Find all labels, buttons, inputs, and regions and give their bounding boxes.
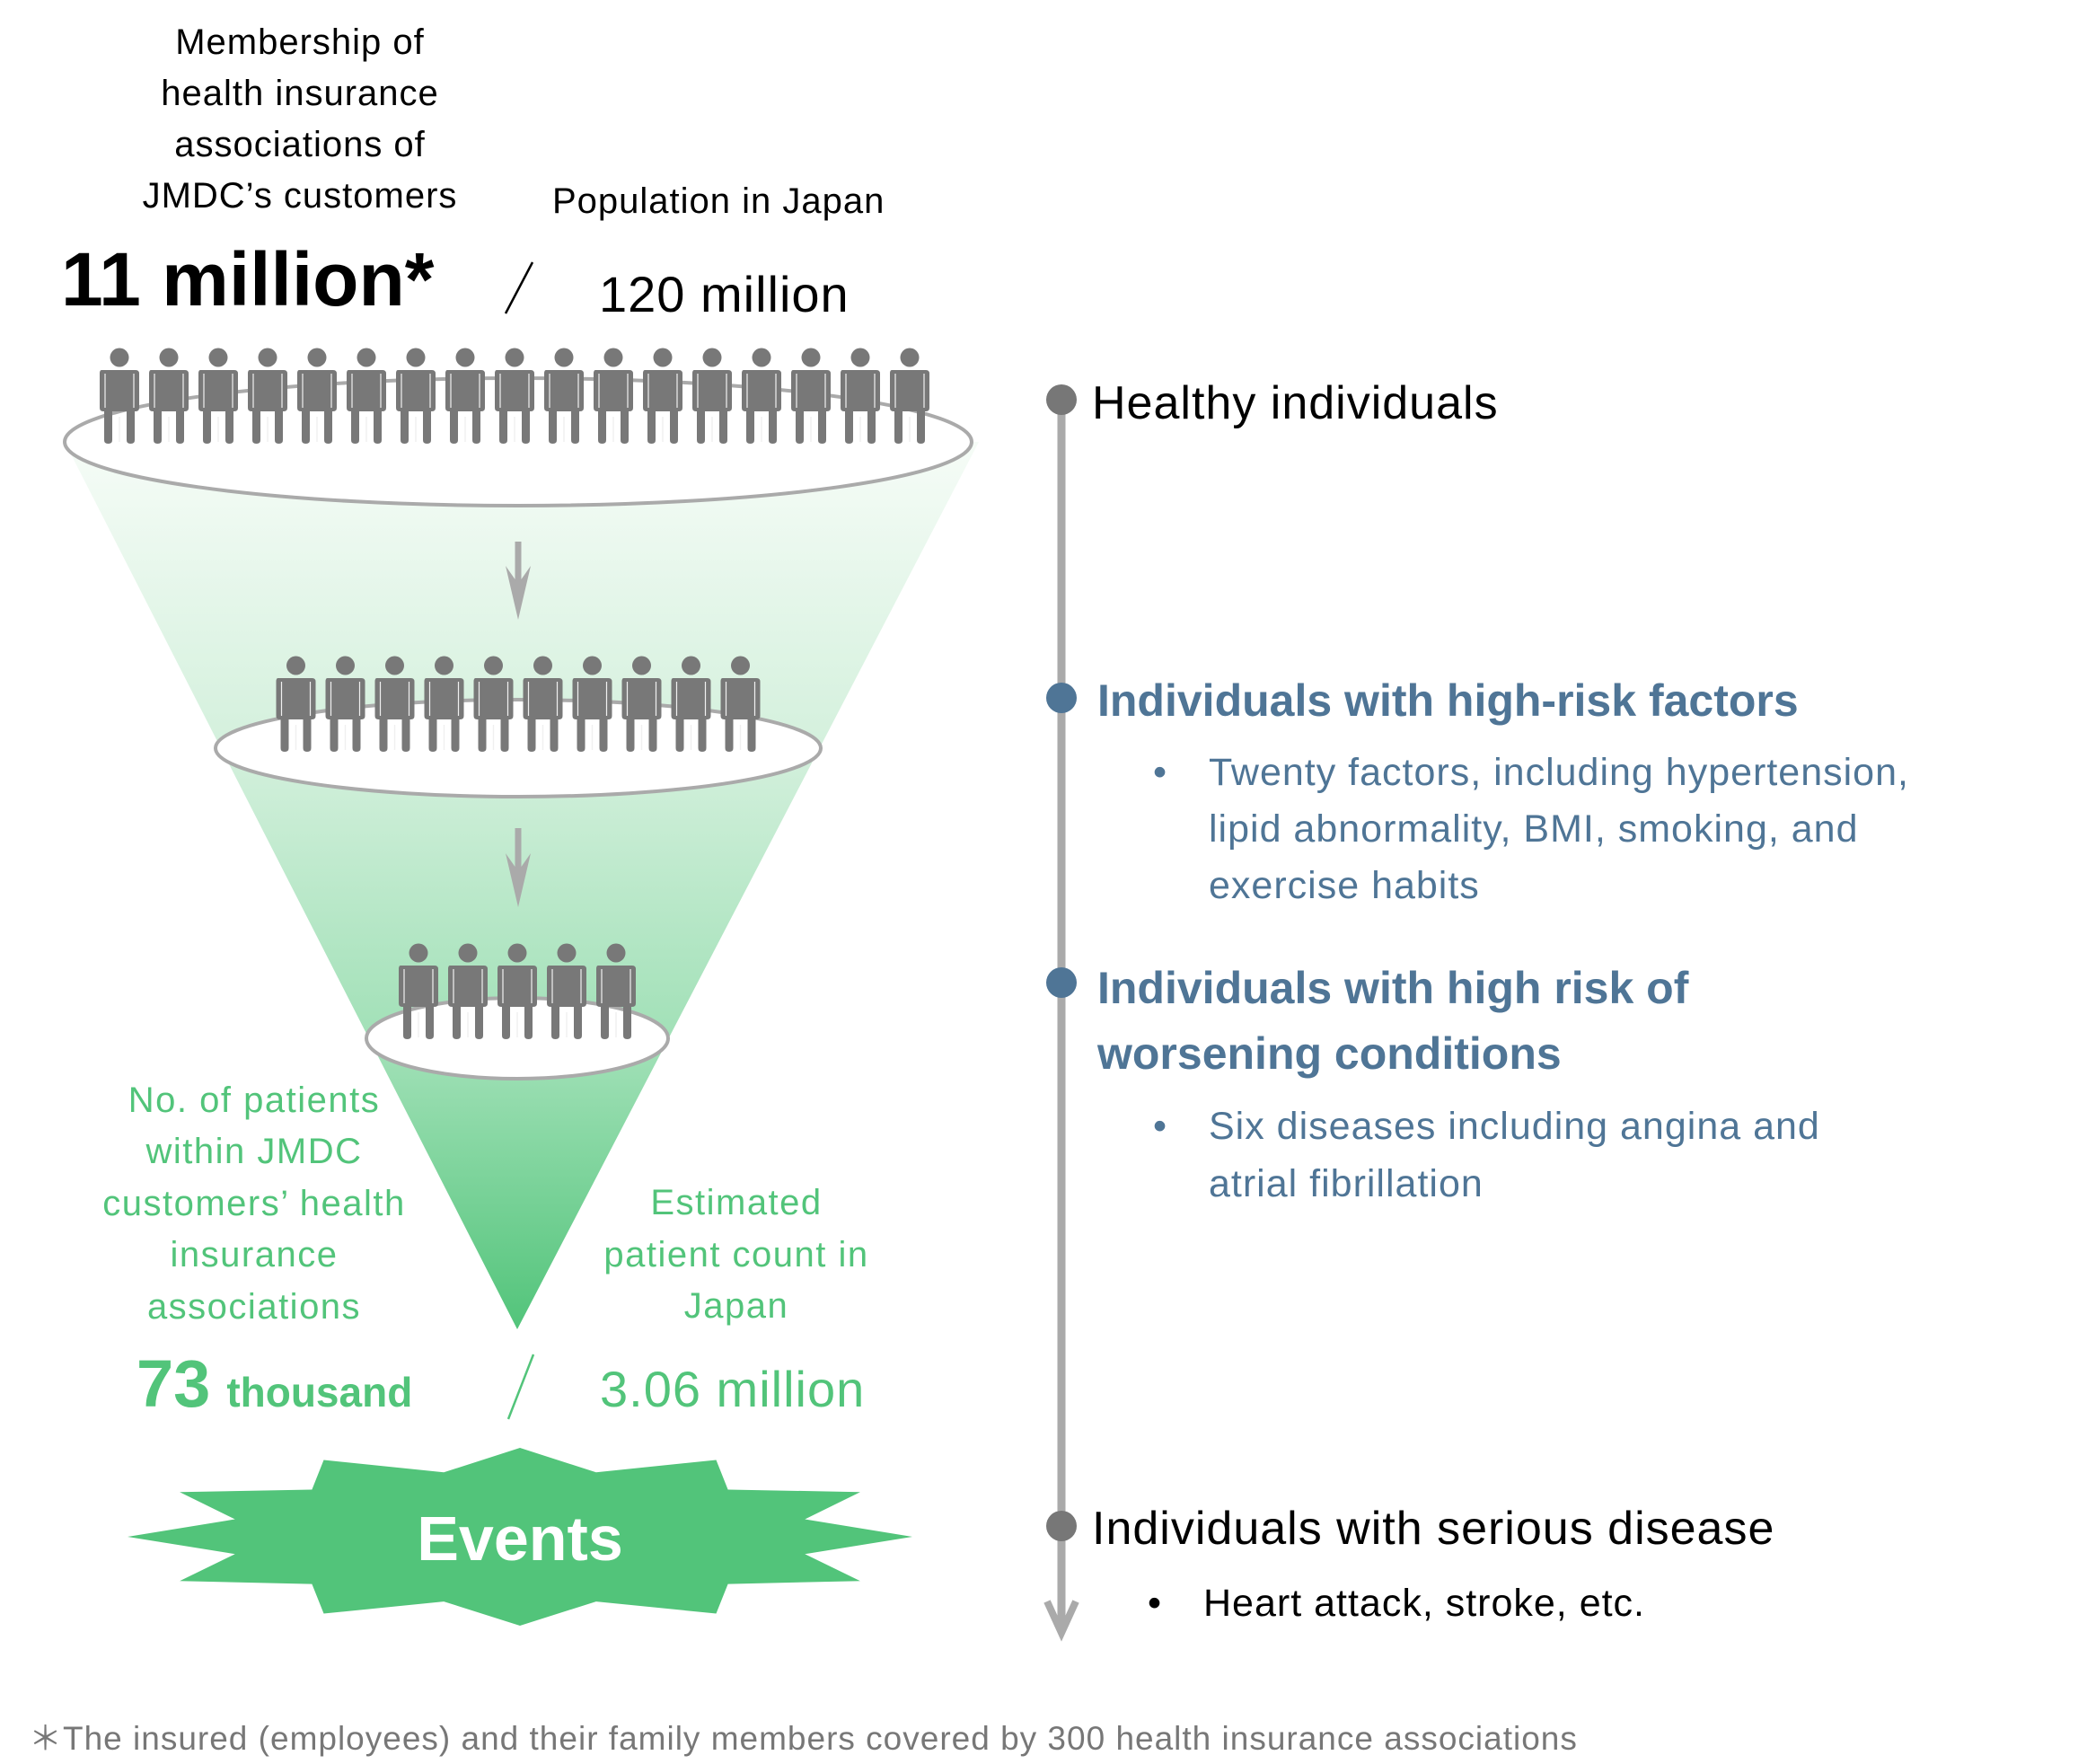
stage-title-serious-disease: Individuals with serious disease xyxy=(1092,1503,1774,1555)
arrow-down-icon xyxy=(506,542,531,620)
caption-line: associations xyxy=(147,1287,361,1327)
person-icon xyxy=(790,347,832,445)
person-icon xyxy=(346,347,387,445)
person-icon xyxy=(395,347,436,445)
stage-dot-serious-disease xyxy=(1046,1511,1077,1541)
patients-value: 73 thousand xyxy=(136,1346,412,1421)
stage-title-worsening-risk: Individuals with high risk of xyxy=(1097,963,1689,1013)
membership-caption: Membership of health insurance associati… xyxy=(143,22,458,216)
stage-dot-high-risk-factors xyxy=(1046,683,1077,713)
caption-line: No. of patients xyxy=(128,1080,380,1120)
stage-dot-worsening-risk xyxy=(1046,967,1077,998)
person-icon xyxy=(494,347,535,445)
caption-line: health insurance xyxy=(161,74,439,113)
membership-value: 11 million* xyxy=(61,237,435,322)
bullet-text: atrial fibrillation xyxy=(1209,1162,1484,1205)
bullet-text: lipid abnormality, BMI, smoking, and xyxy=(1209,807,1859,851)
caption-line: patient count in xyxy=(603,1235,868,1274)
person-icon xyxy=(445,347,486,445)
person-icon xyxy=(691,347,733,445)
arrow-down-icon xyxy=(506,828,531,907)
events-label: Events xyxy=(417,1504,623,1574)
person-icon xyxy=(198,347,239,445)
timeline-arrow-icon xyxy=(1043,1600,1079,1642)
timeline: Healthy individuals Individuals with hig… xyxy=(1043,377,1909,1642)
caption-line: JMDC’s customers xyxy=(143,176,458,216)
person-icon xyxy=(296,347,338,445)
person-icon xyxy=(543,347,585,445)
separator-slash xyxy=(506,1354,535,1420)
stage-title-healthy: Healthy individuals xyxy=(1092,377,1499,429)
person-icon xyxy=(642,347,683,445)
footnote: ＊The insured (employees) and their famil… xyxy=(29,1720,1578,1757)
person-icon xyxy=(889,347,930,445)
patients-unit: thousand xyxy=(226,1369,412,1416)
caption-line: Membership of xyxy=(175,22,425,62)
bullet-text: Twenty factors, including hypertension, xyxy=(1209,751,1909,794)
bullet-glyph: • xyxy=(1148,1582,1162,1625)
person-icon xyxy=(840,347,881,445)
person-icon xyxy=(148,347,189,445)
population-value: 120 million xyxy=(599,266,850,322)
bullet-glyph: • xyxy=(1153,1105,1167,1148)
bullet-glyph: • xyxy=(1153,751,1167,794)
bullet-text: Six diseases including angina and xyxy=(1209,1105,1820,1148)
caption-line: insurance xyxy=(171,1235,339,1274)
caption-line: customers’ health xyxy=(102,1184,406,1223)
middle-ellipse xyxy=(214,698,823,798)
separator-slash xyxy=(504,261,534,314)
patients-number: 73 xyxy=(136,1346,210,1421)
person-icon xyxy=(99,347,140,445)
bullet-text: Heart attack, stroke, etc. xyxy=(1203,1582,1645,1625)
patients-caption: No. of patients within JMDC customers’ h… xyxy=(102,1080,406,1327)
person-icon xyxy=(247,347,288,445)
person-icon xyxy=(741,347,782,445)
stage-title-high-risk-factors: Individuals with high-risk factors xyxy=(1097,675,1799,726)
estimated-value: 3.06 million xyxy=(600,1361,865,1417)
stage-dot-healthy xyxy=(1046,384,1077,415)
caption-line: Japan xyxy=(684,1286,788,1326)
person-icon xyxy=(593,347,634,445)
estimated-caption: Estimated patient count in Japan xyxy=(603,1183,868,1326)
stage-title-worsening-risk: worsening conditions xyxy=(1096,1028,1562,1079)
starburst-icon xyxy=(128,1448,912,1626)
lower-ellipse xyxy=(365,996,670,1080)
caption-line: associations of xyxy=(174,125,426,164)
population-label: Population in Japan xyxy=(552,181,885,221)
bullet-text: exercise habits xyxy=(1209,864,1480,907)
caption-line: within JMDC xyxy=(145,1132,363,1171)
caption-line: Estimated xyxy=(650,1183,822,1222)
